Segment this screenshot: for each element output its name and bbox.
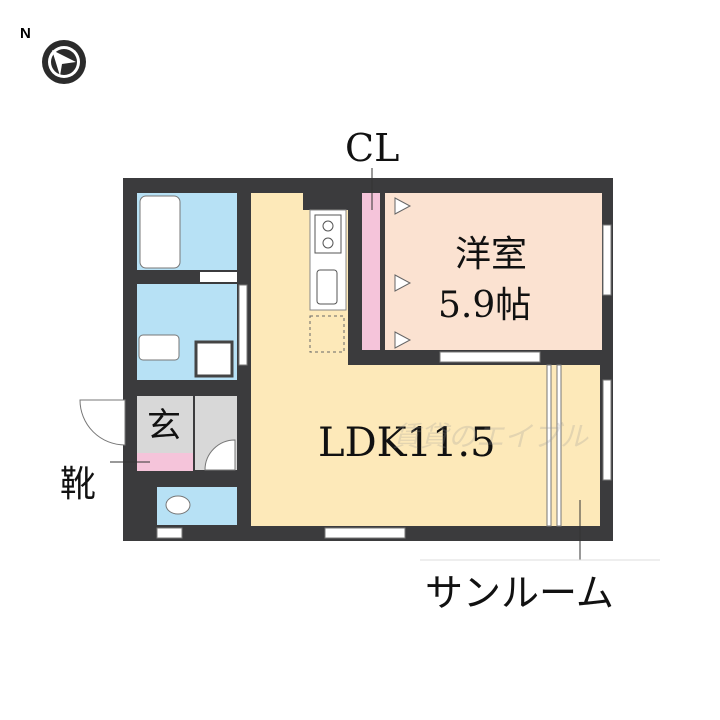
sink-icon [316,269,338,305]
closet-label: CL [345,126,400,170]
kitchen-counter [309,209,347,311]
watermark: 賃貸のエイブル [392,420,589,453]
sunroom-label: サンルーム [425,571,614,615]
stove-icon [314,214,342,254]
room-sunroom [562,370,600,526]
shoe-box-label: 靴 [60,464,97,505]
ldk-label: LDK11.5 [318,420,496,466]
entrance-label: 玄 [147,406,181,446]
bathtub [139,195,181,269]
washbasin [138,334,180,361]
shoe-box [137,453,193,471]
entrance [137,396,193,456]
north-arrow-icon [42,40,86,84]
fridge-space [309,315,345,353]
washing-machine [194,340,234,378]
closet [362,193,380,350]
room-western [385,193,602,350]
toilet-icon [165,495,191,515]
western-room-name: 洋室 [455,234,528,275]
compass-label: N [20,25,31,42]
western-room-size: 5.9帖 [438,285,532,326]
